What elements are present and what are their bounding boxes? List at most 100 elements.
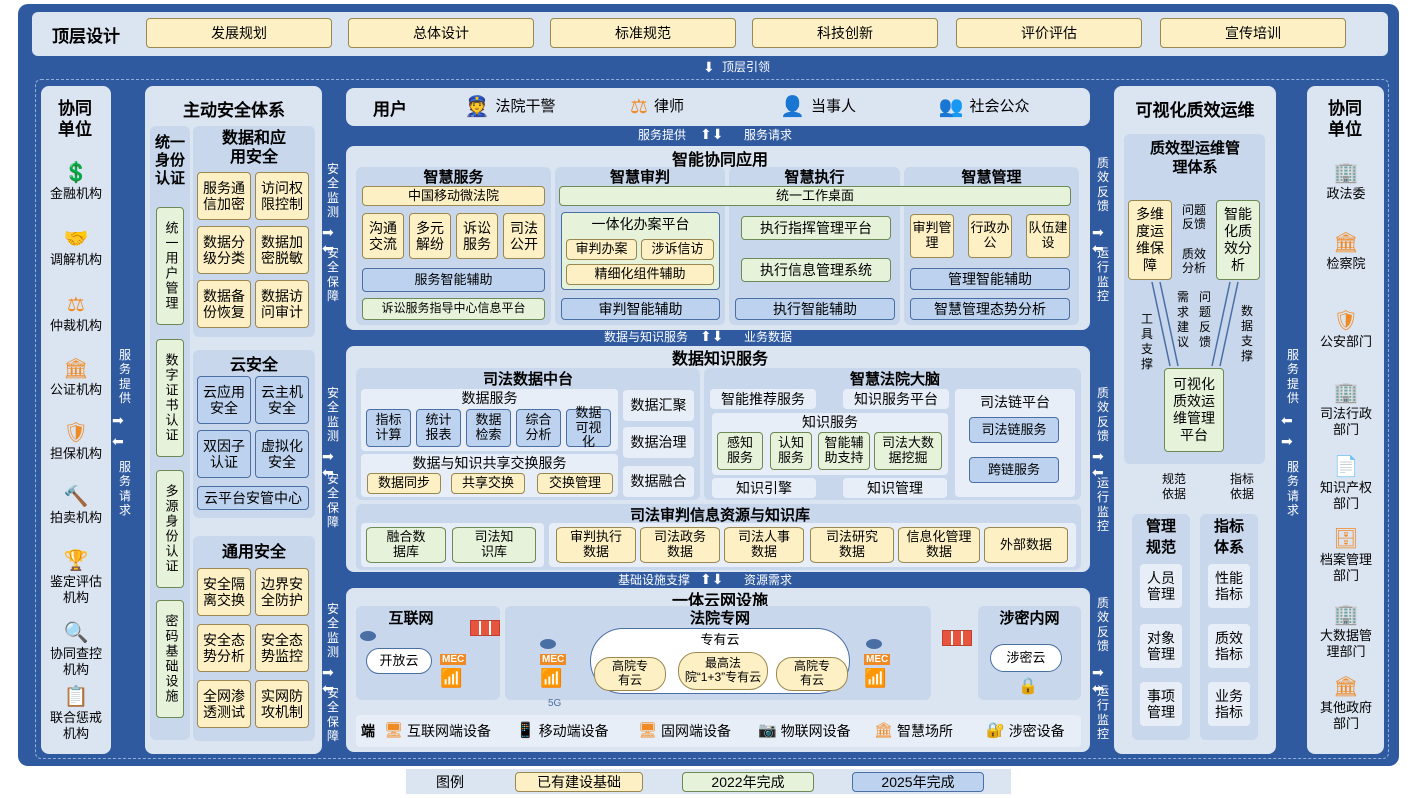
user-party-label: 当事人 (810, 98, 856, 116)
top-item: 科技创新 (752, 18, 938, 48)
smart-apps-title: 智能协同应用 (671, 152, 768, 169)
flow-infra-support: 基础设施支撑 (617, 573, 690, 587)
institution-icon: 🔨 (63, 486, 89, 508)
left-arrow-icon: ⬅ (1281, 412, 1293, 428)
quality-feedback-label: 质效反馈 (1096, 156, 1109, 214)
unified-desktop-box: 统一工作桌面 (559, 186, 1071, 206)
flow-service-request: 服务请求 (743, 128, 792, 142)
data-service-item: 统计报表 (416, 409, 461, 447)
data-app-security-item-text: 服务通信加密 (203, 179, 245, 212)
smart-service-title: 智慧服务 (423, 168, 484, 186)
government-icon: 🛡 (1333, 310, 1359, 332)
device-icon: 📷 (758, 722, 777, 740)
smart-mgmt-title: 智慧管理 (961, 168, 1022, 186)
identity-item: 统一用户管理 (156, 207, 184, 325)
left-partner-item: 🏆鉴定评估机构 (42, 548, 110, 607)
open-cloud: 开放云 (366, 648, 432, 674)
knowledge-engine-box: 知识引擎 (712, 478, 816, 498)
institution-icon: 🤝 (63, 228, 89, 250)
mgmt-norm-title: 管理规范 (1132, 516, 1190, 556)
firewall-icon (942, 630, 972, 646)
device-icon: 🖥 (638, 722, 658, 740)
left-arrow-icon: ⬅ (322, 464, 334, 480)
general-security-item: 实网防攻机制 (255, 680, 309, 728)
left-partner-label: 联合惩戒机构 (49, 710, 102, 742)
terminal-item: 🔐涉密设备 (986, 719, 1076, 743)
data-knowledge-title: 数据知识服务 (671, 351, 768, 368)
trial-item: 审判办案 (566, 239, 637, 260)
institution-icon: 🏆 (63, 550, 89, 572)
data-app-security-item-text: 数据备份恢复 (203, 287, 245, 320)
index-system-title: 指标体系 (1200, 516, 1258, 556)
secret-cloud: 涉密云 (990, 644, 1062, 672)
ops-monitor-label: 运行监控 (1096, 476, 1109, 534)
antenna-icon: 📶 (864, 668, 887, 688)
right-partner-item: 🏢大数据管理部门 (1308, 602, 1384, 661)
knowledge-item: 认知服务 (770, 432, 812, 470)
right-partner-item: 📄知识产权部门 (1308, 454, 1384, 513)
right-partner-label: 档案管理部门 (1319, 552, 1372, 584)
left-partner-item: 🤝 调解机构 (42, 226, 110, 268)
identity-title: 统一身份认证 (154, 130, 186, 192)
exec-command-box: 执行指挥管理平台 (741, 216, 891, 240)
right-partner-item: 🏢司法行政部门 (1308, 380, 1384, 439)
exchange-item: 数据同步 (367, 473, 441, 494)
security-monitor-label: 安全监测 (326, 162, 339, 220)
user-party: 👤当事人 (768, 93, 868, 121)
smart-service-item-text: 司法公开 (510, 219, 538, 252)
general-security-item-text: 边界安全防护 (261, 575, 303, 608)
top-guide-label: 顶层引领 (722, 60, 771, 74)
index-item-text: 业务指标 (1215, 687, 1243, 720)
right-arrow-icon: ➡ (1092, 448, 1104, 464)
left-arrow-icon: ⬅ (1092, 464, 1104, 480)
internet-title: 互联网 (388, 609, 434, 627)
mgmt-norm-item-text: 人员管理 (1147, 569, 1175, 602)
left-partners-title: 协同单位 (58, 98, 92, 139)
cloud-security-item-text: 云主机安全 (261, 383, 303, 416)
left-arrow-icon: ⬅ (1092, 240, 1104, 256)
brain-top-item: 智能推荐服务 (710, 389, 816, 409)
cross-chain-box: 跨链服务 (969, 457, 1059, 483)
user-public: 👥社会公众 (924, 93, 1044, 121)
resource-item: 外部数据 (984, 527, 1068, 563)
index-item: 质效指标 (1208, 624, 1250, 668)
exchange-item: 交换管理 (537, 473, 613, 494)
secret-net-title: 涉密内网 (999, 609, 1060, 627)
data-service-item-text: 数据可视化 (575, 404, 602, 450)
resource-item: 融合数据库 (366, 527, 446, 563)
identity-item: 密码基础设施 (156, 600, 184, 718)
identity-item: 数字证书认证 (156, 339, 184, 457)
court-staff-icon: 👮 (464, 95, 490, 118)
mgmt-item: 行政办公 (968, 214, 1012, 258)
right-arrow-icon: ➡ (322, 664, 334, 680)
right-partners-panel (1307, 86, 1384, 754)
right-arrow-icon: ➡ (112, 412, 124, 428)
mgmt-aid-box: 管理智能辅助 (910, 268, 1070, 290)
brain-top-item: 知识服务平台 (843, 389, 949, 409)
top-design-title: 顶层设计 (52, 26, 120, 46)
infra-title: 一体云网设施 (671, 593, 768, 610)
users-bar (346, 88, 1090, 126)
right-arrow-icon: ➡ (1092, 224, 1104, 240)
identity-item: 多源身份认证 (156, 470, 184, 588)
antenna-icon: 📶 (440, 668, 463, 688)
data-app-security-item: 数据访问审计 (255, 280, 309, 328)
ops-mid-label: 质效分析 (1174, 244, 1214, 280)
cloud-security-item-text: 虚拟化安全 (261, 437, 303, 470)
data-service-item-text: 统计报表 (425, 412, 452, 442)
terminal-item-label: 涉密设备 (1008, 722, 1065, 739)
feedback-label: 问题反馈 (1198, 290, 1211, 349)
mgmt-norm-item: 对象管理 (1140, 624, 1182, 668)
identity-item-text: 统一用户管理 (163, 221, 179, 311)
left-partner-label: 调解机构 (49, 252, 102, 267)
main-region (35, 79, 1389, 759)
smart-service-item: 司法公开 (503, 213, 545, 259)
resource-item: 司法政务数据 (640, 527, 720, 563)
general-security-item: 边界安全防护 (255, 568, 309, 616)
institution-icon: 📋 (63, 686, 89, 708)
data-side-item: 数据融合 (623, 466, 694, 497)
legend-title: 图例 (436, 773, 464, 790)
data-app-security-item: 数据加密脱敏 (255, 226, 309, 274)
institution-icon: ⚖ (67, 294, 85, 316)
resource-item-text: 司法研究数据 (825, 529, 878, 559)
